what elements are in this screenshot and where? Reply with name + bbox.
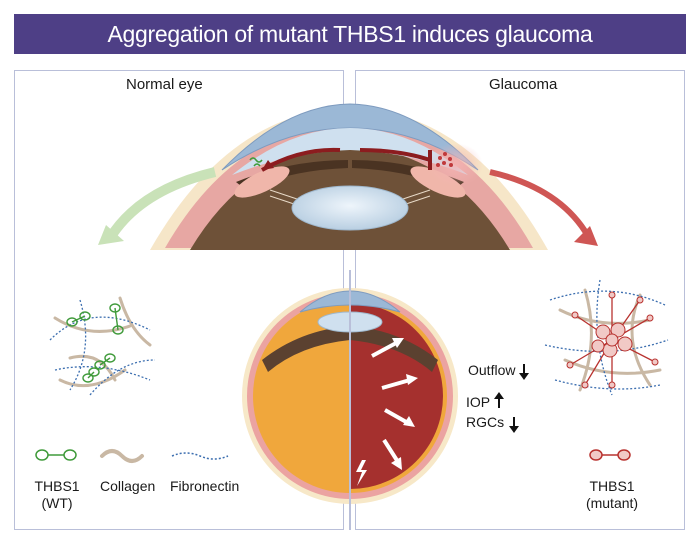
legend-fibronectin: Fibronectin [170, 478, 240, 494]
collagen-icon [100, 449, 144, 463]
normal-eye-title: Normal eye [126, 76, 203, 93]
glaucoma-title: Glaucoma [489, 76, 558, 93]
rgcs-down-arrow [509, 417, 519, 433]
mutant-ecm-aggregate [544, 279, 669, 396]
iop-label: IOP [466, 394, 491, 410]
thbs1-mutant-icon [589, 449, 631, 461]
anterior-segment [150, 103, 548, 250]
legend-icons [35, 449, 631, 463]
iop-up-arrow [494, 392, 504, 408]
wt-ecm-network [49, 296, 156, 396]
title-banner: Aggregation of mutant THBS1 induces glau… [14, 14, 686, 54]
legend-thbs1-wt: THBS1 (WT) [34, 478, 80, 511]
fibronectin-icon [171, 452, 229, 460]
marker-arrows [494, 364, 529, 433]
legend-collagen: Collagen [100, 478, 156, 494]
banner-title: Aggregation of mutant THBS1 induces glau… [107, 20, 593, 47]
legend-thbs1-mutant: THBS1 (mutant) [585, 478, 639, 511]
rgcs-label: RGCs [466, 414, 505, 430]
outflow-label: Outflow [468, 362, 516, 378]
thbs1-wt-icon [35, 449, 77, 461]
outflow-down-arrow [519, 364, 529, 380]
whole-eye [242, 270, 458, 530]
